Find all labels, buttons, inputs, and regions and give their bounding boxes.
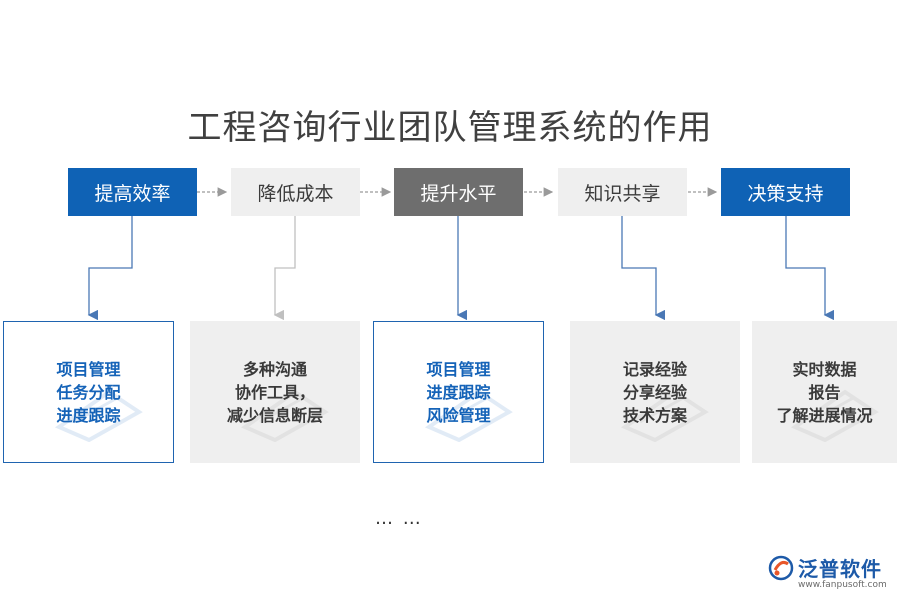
- connector-2: [273, 216, 296, 321]
- step-label: 降低成本: [257, 182, 334, 205]
- step-label: 决策支持: [747, 182, 824, 205]
- brand-logo: 泛普软件 www.fanpusoft.com: [768, 553, 892, 597]
- connector-4: [621, 216, 666, 321]
- watermark-icon: [620, 389, 709, 442]
- detail-line: 分享经验: [622, 382, 687, 402]
- detail-box-3: 项目管理 进度跟踪 风险管理: [373, 321, 544, 463]
- logo-url: www.fanpusoft.com: [798, 580, 887, 590]
- detail-line: 项目管理: [56, 359, 121, 379]
- step-box-2: 降低成本: [231, 168, 360, 216]
- detail-line: 了解进展情况: [776, 405, 873, 425]
- step-label: 提高效率: [94, 182, 171, 205]
- detail-line: 风险管理: [426, 405, 491, 425]
- detail-line: 记录经验: [622, 359, 687, 379]
- detail-line: 多种沟通: [242, 359, 307, 379]
- step-box-5: 决策支持: [721, 168, 850, 216]
- detail-line: 任务分配: [56, 382, 121, 402]
- watermark-icon: [240, 389, 329, 442]
- logo-icon: [768, 555, 794, 581]
- detail-line: 协作工具，: [234, 382, 315, 402]
- detail-box-2: 多种沟通 协作工具， 减少信息断层: [190, 321, 360, 463]
- step-label: 提升水平: [420, 182, 497, 205]
- connector-1: [87, 216, 133, 321]
- detail-box-5: 实时数据 报告 了解进展情况: [752, 321, 897, 463]
- step-box-3: 提升水平: [394, 168, 523, 216]
- step-box-4: 知识共享: [558, 168, 687, 216]
- detail-line: 项目管理: [426, 359, 491, 379]
- connector-5: [785, 216, 835, 321]
- step-box-1: 提高效率: [68, 168, 197, 216]
- watermark-icon: [54, 389, 143, 442]
- page-title: 工程咨询行业团队管理系统的作用: [187, 108, 713, 148]
- watermark-icon: [790, 389, 879, 442]
- detail-box-1: 项目管理 任务分配 进度跟踪: [3, 321, 174, 463]
- ellipsis: … …: [375, 508, 423, 529]
- detail-line: 技术方案: [622, 405, 687, 425]
- detail-box-4: 记录经验 分享经验 技术方案: [570, 321, 740, 463]
- step-label: 知识共享: [584, 182, 661, 205]
- detail-line: 进度跟踪: [56, 405, 121, 425]
- detail-line: 实时数据: [792, 359, 857, 379]
- logo-name: 泛普软件: [798, 557, 882, 581]
- detail-line: 减少信息断层: [226, 405, 323, 425]
- watermark-icon: [424, 389, 513, 442]
- detail-line: 报告: [808, 382, 841, 402]
- detail-line: 进度跟踪: [426, 382, 491, 402]
